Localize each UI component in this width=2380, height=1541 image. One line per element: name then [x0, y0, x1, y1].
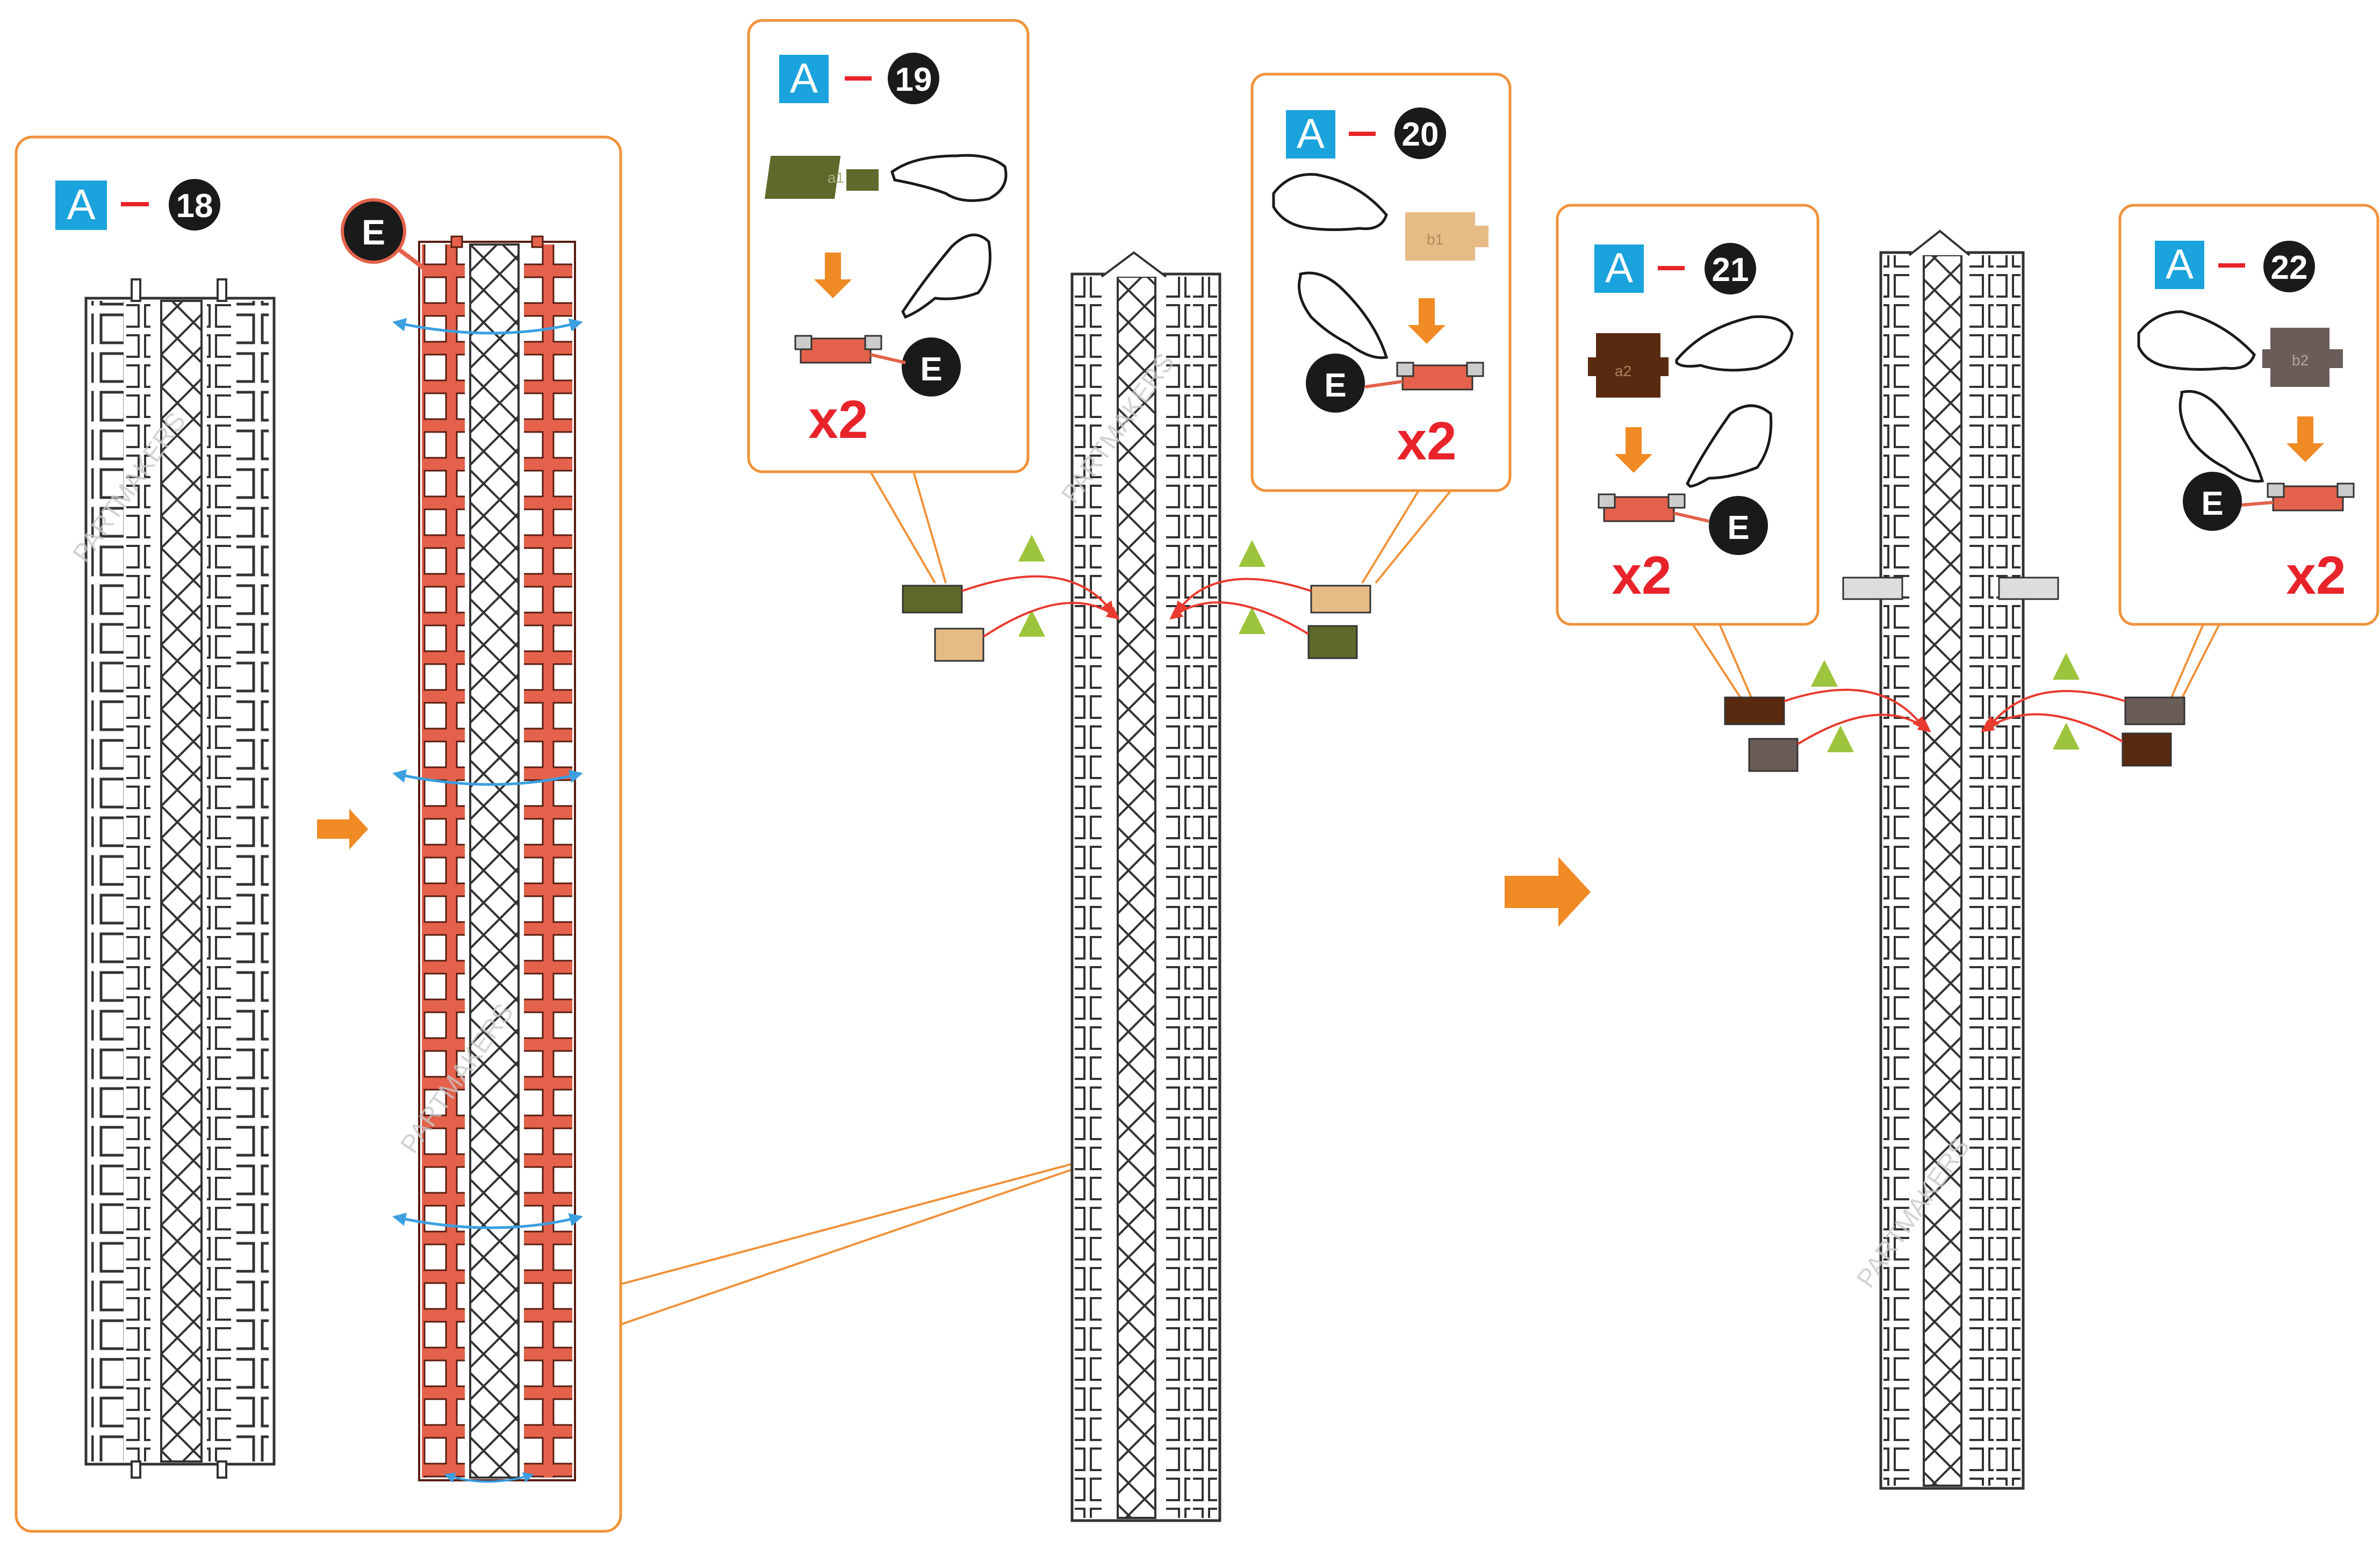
pointing-hand-icon [1298, 271, 1389, 359]
pointing-hand-icon [2137, 310, 2256, 371]
pointing-hand-icon [1272, 172, 1388, 231]
pointing-hand-icon [901, 233, 991, 319]
central-tower-attachments [902, 535, 1371, 662]
triangle-marker-icon [1239, 540, 1266, 567]
gray-brown-connector-piece: b2 [2262, 328, 2343, 387]
assembled-joint-block [2267, 483, 2355, 512]
down-arrow-icon [1408, 298, 1446, 344]
step-18-panel: A 18 [15, 135, 622, 1533]
triangle-marker-icon [1239, 607, 1266, 634]
multiplier: x2 [2286, 545, 2346, 606]
triangle-marker-icon [1811, 660, 1838, 687]
triangle-marker-icon [2053, 653, 2080, 680]
pointing-hand-icon [890, 154, 1008, 202]
step-18-header: A 18 [55, 179, 220, 231]
step-number: 21 [1712, 251, 1749, 289]
joint-letter: E [2201, 485, 2223, 522]
step-number: 22 [2271, 249, 2308, 286]
tan-connector-piece: b1 [1405, 212, 1489, 261]
step-19-callout: A 19 a1 E x2 [747, 19, 1030, 584]
step-20-callout: A 20 b1 E x2 [1250, 73, 1512, 584]
callout-leader-18 [620, 1162, 1075, 1326]
joint-letter: E [362, 212, 385, 252]
joint-letter: E [1324, 367, 1346, 404]
right-arrow-icon [317, 809, 368, 849]
piece-code: b2 [2292, 352, 2309, 369]
flat-tower-piece [84, 278, 276, 1479]
step-22-callout: A 22 b2 E x2 [2118, 204, 2379, 699]
dark-brown-connector-piece: a2 [1588, 333, 1669, 398]
down-arrow-icon [814, 253, 852, 298]
central-tower [1070, 251, 1221, 1522]
joint-badge-e: E [341, 198, 426, 271]
part-letter: A [1605, 244, 1633, 291]
step-21-callout: A 21 a2 E x2 [1556, 204, 1820, 700]
step-number: 20 [1402, 116, 1439, 153]
pointing-hand-icon [2178, 390, 2264, 483]
triangle-marker-icon [1018, 610, 1045, 637]
right-tower [1842, 229, 2059, 1490]
step-number: 19 [895, 61, 932, 98]
multiplier: x2 [808, 390, 868, 450]
joint-letter: E [1727, 509, 1749, 546]
piece-code: b1 [1427, 231, 1443, 248]
part-letter: A [2166, 240, 2194, 287]
olive-connector-piece: a1 [764, 156, 879, 199]
part-letter: A [1297, 110, 1325, 157]
part-letter: A [790, 54, 818, 102]
triangle-marker-icon [2053, 723, 2080, 750]
pointing-hand-icon [1685, 404, 1773, 488]
step-number-circle [169, 179, 220, 231]
down-arrow-icon [2286, 416, 2324, 462]
assembled-joint-block [1396, 362, 1484, 391]
triangle-marker-icon [1827, 725, 1854, 752]
right-arrow-icon [1505, 857, 1591, 927]
pointing-hand-icon [1675, 315, 1794, 372]
multiplier: x2 [1612, 545, 1671, 606]
dash [121, 202, 149, 206]
assembled-joint-block [794, 335, 882, 364]
triangle-marker-icon [1018, 535, 1045, 561]
multiplier: x2 [1397, 411, 1456, 471]
right-tower-attachments [1724, 653, 2185, 772]
piece-code: a2 [1615, 363, 1631, 379]
joint-letter: E [920, 351, 942, 388]
step-number: 18 [176, 188, 213, 225]
assembled-joint-block [1598, 493, 1686, 522]
piece-code: a1 [828, 169, 844, 186]
part-letter: A [67, 181, 96, 228]
part-letter-badge [55, 181, 107, 230]
folded-tower-red [392, 235, 583, 1483]
down-arrow-icon [1615, 427, 1652, 473]
